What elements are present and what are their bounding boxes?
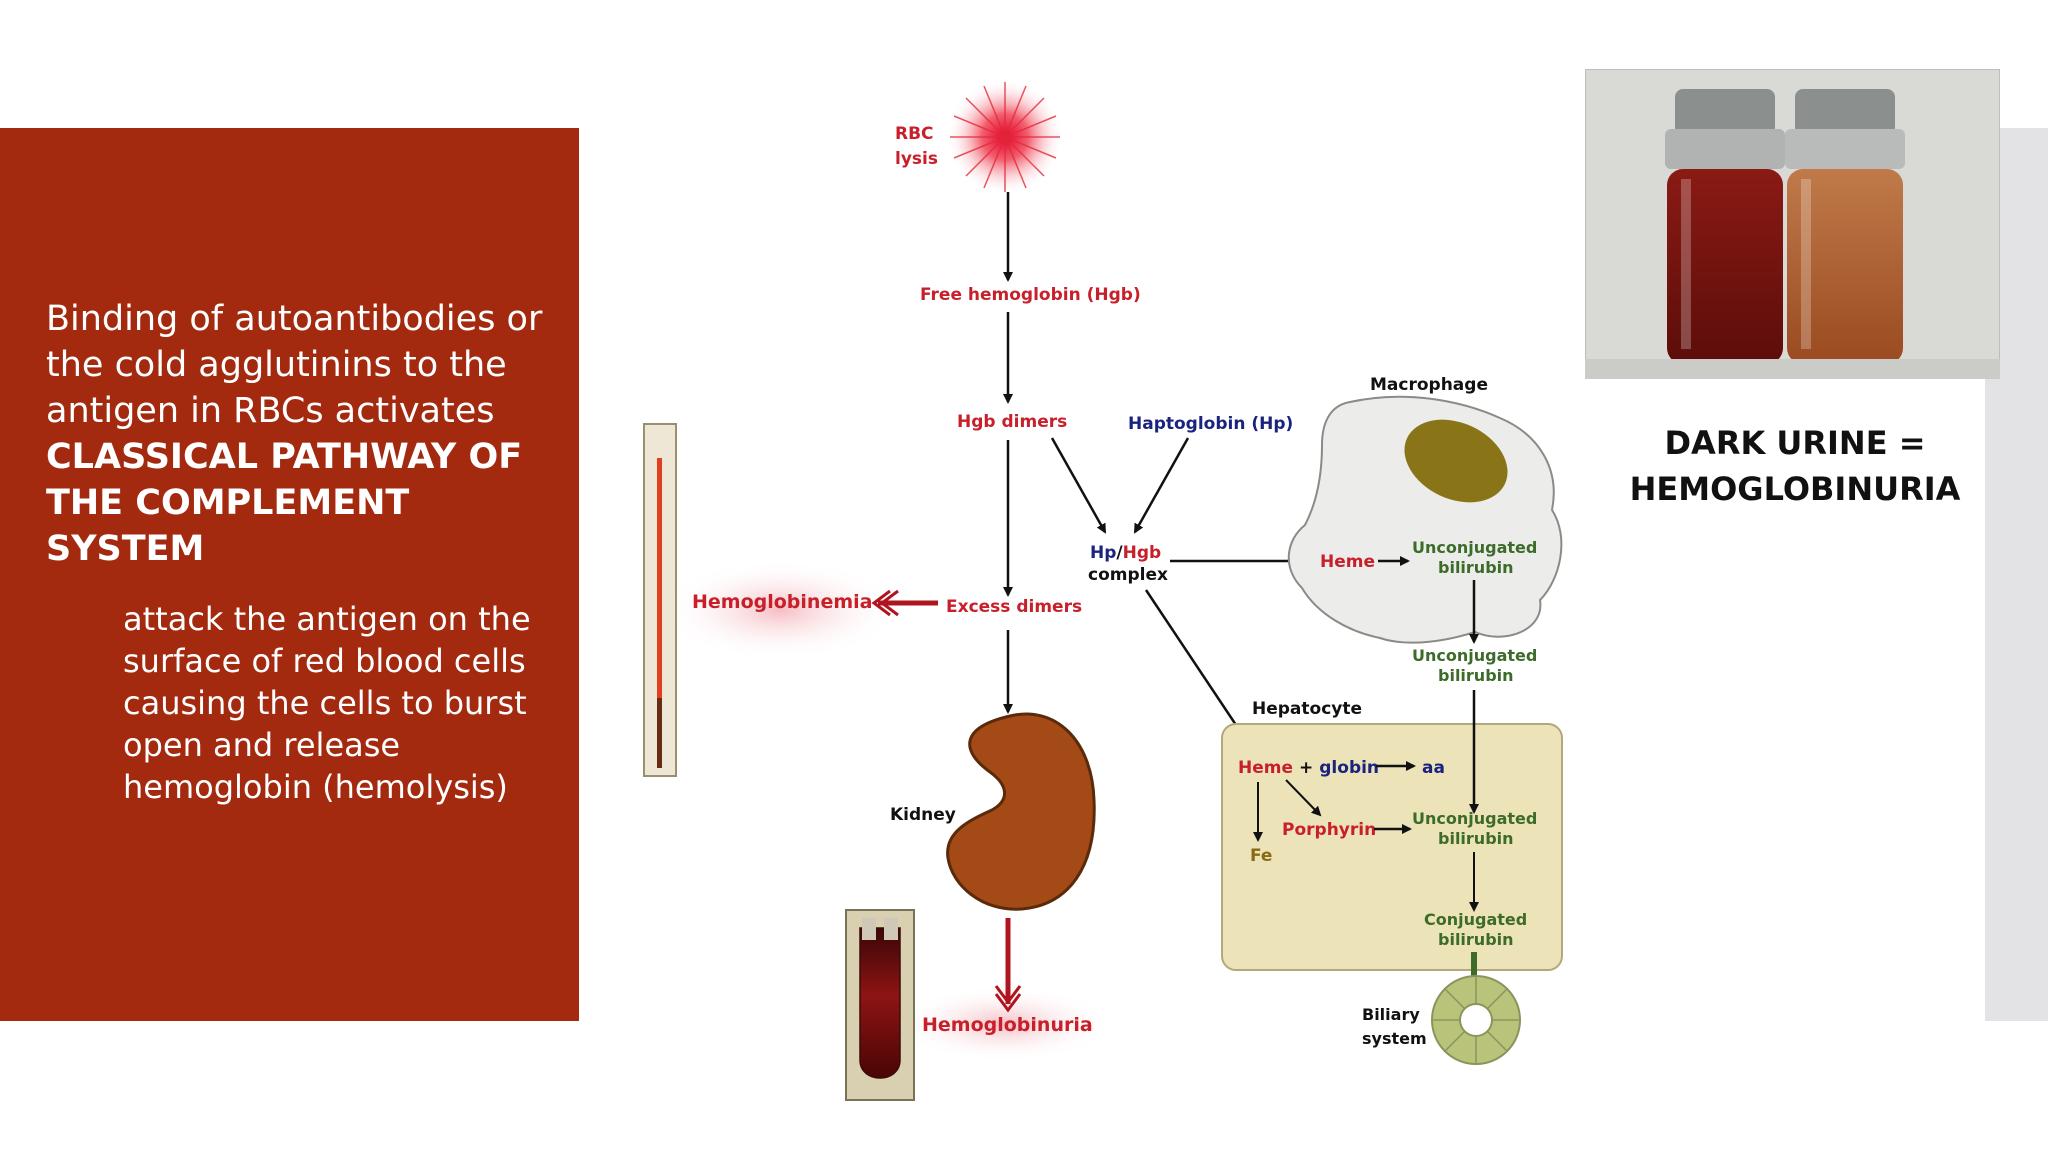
macrophage-nucleus-icon (1404, 419, 1508, 503)
porphyrin-label: Porphyrin (1282, 820, 1376, 840)
main-text: Binding of autoantibodies or the cold ag… (46, 299, 543, 431)
plus-label: + (1299, 758, 1313, 778)
heme-globin-row: Heme + globin (1238, 758, 1379, 778)
macrophage-label: Macrophage (1370, 375, 1488, 395)
main-statement: Binding of autoantibodies or the cold ag… (46, 296, 566, 572)
biliary-duct-icon (1431, 975, 1521, 1065)
photo-caption: DARK URINE = HEMOGLOBINURIA (1629, 424, 1961, 508)
kidney-icon (946, 712, 1096, 911)
hgb-dimers-label: Hgb dimers (957, 412, 1067, 432)
macrophage-heme-label: Heme (1320, 552, 1375, 572)
hemoglobinemia-glow (660, 560, 900, 660)
arrow-dimers-to-complex (1050, 437, 1107, 534)
urine-tube-image (845, 909, 915, 1101)
excess-dimers-label: Excess dimers (946, 597, 1082, 617)
arrow-to-hemoglobinuria (994, 918, 1022, 1013)
hepatocyte-heme-label: Heme (1238, 758, 1293, 778)
hemoglobinuria-glow (894, 986, 1114, 1062)
arrow-heme-to-porphyrin (1285, 779, 1322, 817)
red-text-panel (0, 128, 579, 1021)
plasma-tube-image (643, 423, 677, 777)
complex-label: complex (1088, 565, 1168, 585)
dark-urine-vials-photo (1585, 69, 2000, 379)
hepatocyte-unconj-bilirubin-label: bilirubin (1438, 829, 1514, 848)
conjugated-bilirubin-label: bilirubin (1438, 930, 1514, 949)
blood-unconjugated-label: Unconjugated (1412, 646, 1537, 665)
slash-label: / (1116, 543, 1123, 563)
macrophage-bilirubin-label: bilirubin (1438, 558, 1514, 577)
haptoglobin-label: Haptoglobin (Hp) (1128, 414, 1293, 434)
hp-hgb-complex-label: Hp/Hgb (1090, 543, 1161, 563)
lysis-label: lysis (895, 149, 938, 169)
system-label: system (1362, 1029, 1427, 1048)
sub-statement: attack the antigen on the surface of red… (123, 600, 531, 806)
globin-label: globin (1319, 758, 1379, 778)
hepatocyte-label: Hepatocyte (1252, 699, 1362, 719)
main-text-bold: CLASSICAL PATHWAY OF THE COMPLEMENT SYST… (46, 437, 523, 569)
hgb-label: Hgb (1123, 543, 1162, 563)
hemoglobinuria-label: Hemoglobinuria (922, 1014, 1093, 1036)
hemoglobinemia-label: Hemoglobinemia (692, 591, 872, 613)
conjugated-label: Conjugated (1424, 910, 1527, 929)
hepatocyte-unconjugated-label: Unconjugated (1412, 809, 1537, 828)
hemolysis-diagram: RBC lysis Free hemoglobin (Hgb) Hgb dime… (643, 79, 1563, 1101)
blood-bilirubin-label: bilirubin (1438, 666, 1514, 685)
fe-label: Fe (1250, 846, 1272, 866)
free-hemoglobin-label: Free hemoglobin (Hgb) (920, 285, 1141, 305)
macrophage-unconjugated-label: Unconjugated (1412, 538, 1537, 557)
kidney-label: Kidney (890, 805, 956, 825)
biliary-label: Biliary (1362, 1005, 1420, 1024)
aa-label: aa (1422, 758, 1445, 778)
arrow-haptoglobin-to-complex (1133, 437, 1190, 534)
arrow-to-hemoglobinemia (871, 589, 938, 617)
hp-label: Hp (1090, 543, 1116, 563)
rbc-lysis-burst-icon (947, 79, 1063, 195)
rbc-label: RBC (895, 124, 934, 144)
